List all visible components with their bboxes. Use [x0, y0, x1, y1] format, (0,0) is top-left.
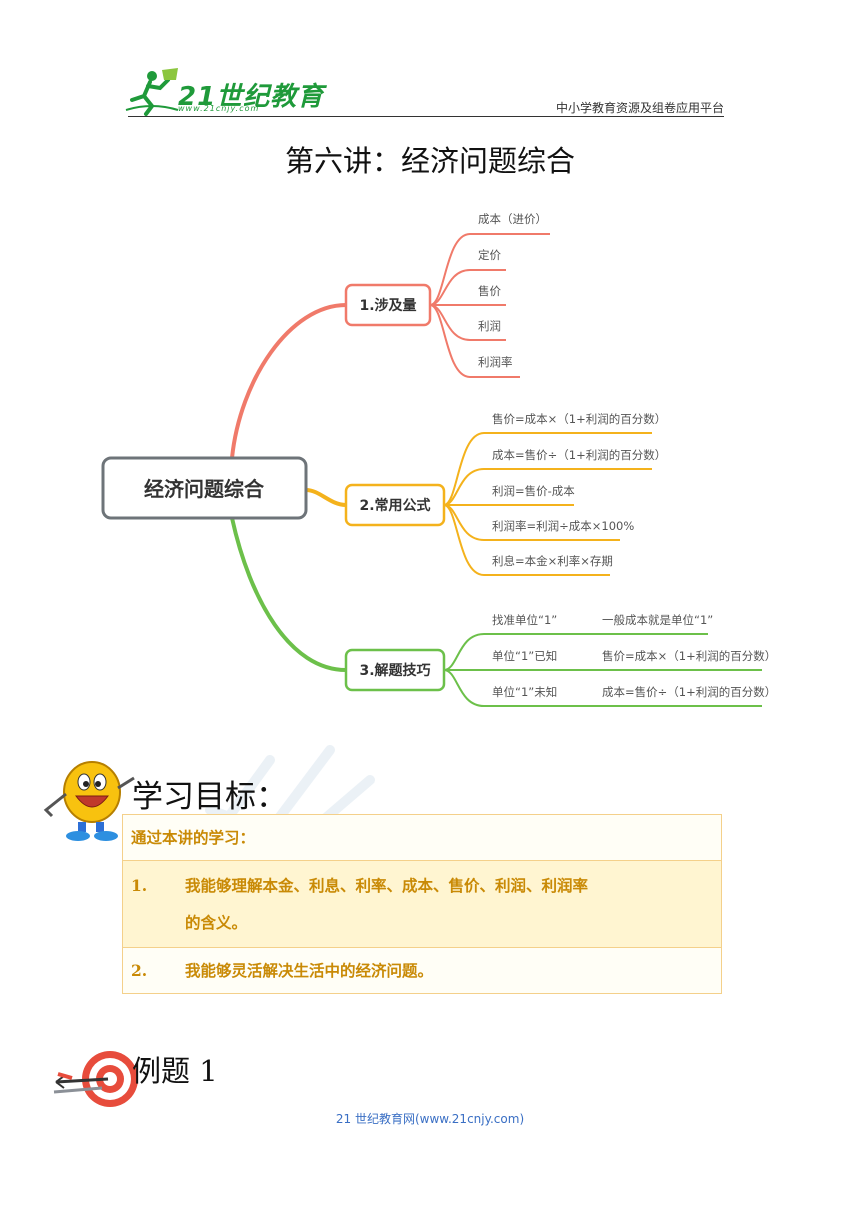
example-title: 例题 1: [132, 1054, 218, 1088]
branch-node-3: [344, 648, 446, 692]
platform-label: 中小学教育资源及组卷应用平台: [555, 101, 724, 115]
footer-link[interactable]: 21 世纪教育网(www.21cnjy.com): [335, 1112, 525, 1126]
page-title: 第六讲：经济问题综合: [284, 144, 575, 178]
objective-text-1b: 的含义。: [185, 913, 248, 932]
smiley-mascot-icon: [43, 761, 135, 841]
branch-involved-quantities: 1.涉及量 成本（进价） 定价 售价 利润 利润率: [344, 212, 550, 378]
tip-left-1: 找准单位“1”: [492, 613, 557, 627]
formula-interest: 利息=本金×利率×存期: [492, 554, 613, 568]
objective-item-2: 2. 我能够灵活解决生活中的经济问题。: [123, 948, 721, 993]
branch-common-formulas: 2.常用公式 售价=成本×（1+利润的百分数） 成本=售价÷（1+利润的百分数）…: [344, 412, 666, 576]
root-label: 经济问题综合: [144, 477, 265, 501]
tip-left-3: 单位“1”未知: [492, 685, 557, 699]
objective-number-1: 1.: [131, 876, 148, 895]
objective-item-1: 1. 我能够理解本金、利息、利率、成本、售价、利润、利润率 的含义。: [123, 861, 721, 948]
tip-right-3: 成本=售价÷（1+利润的百分数）: [602, 685, 776, 699]
connector-branch-3: [230, 517, 347, 672]
branch-label-2: 2.常用公式: [359, 497, 430, 514]
mind-map: 经济问题综合 1.涉及量 成本（进价） 定价 售价 利润 利润率 2.常用公式 …: [101, 212, 776, 707]
branch-node-2: [344, 483, 446, 527]
leaf-list-price: 定价: [478, 248, 501, 262]
root-node: [101, 456, 308, 520]
branch-problem-solving-tips: 3.解题技巧 找准单位“1” 一般成本就是单位“1” 单位“1”已知 售价=成本…: [344, 613, 776, 707]
formula-selling-price: 售价=成本×（1+利润的百分数）: [492, 412, 666, 426]
formula-profit: 利润=售价-成本: [492, 484, 575, 498]
tip-left-2: 单位“1”已知: [492, 649, 557, 663]
runner-logo-icon: [125, 68, 179, 116]
connector-branch-1: [230, 303, 347, 459]
objectives-title: 学习目标：: [132, 779, 287, 815]
connector-branch-2: [305, 488, 347, 507]
branch-node-1: [344, 283, 432, 327]
leaf-selling-price: 售价: [478, 284, 501, 298]
formula-cost: 成本=售价÷（1+利润的百分数）: [492, 448, 666, 462]
logo: [122, 66, 302, 116]
leaf-profit-rate: 利润率: [478, 355, 513, 369]
logo-url: www.21cnjy.com: [178, 104, 260, 113]
leaf-profit: 利润: [478, 319, 501, 333]
tip-right-2: 售价=成本×（1+利润的百分数）: [602, 649, 776, 663]
objectives-table: 通过本讲的学习： 1. 我能够理解本金、利息、利率、成本、售价、利润、利润率 的含…: [122, 814, 722, 994]
target-icon: [53, 1051, 138, 1107]
logo-text: 21世纪教育: [178, 82, 325, 112]
formula-profit-rate: 利润率=利润÷成本×100%: [492, 519, 634, 533]
tip-right-1: 一般成本就是单位“1”: [602, 613, 713, 627]
header-divider: [128, 116, 724, 117]
objective-text-1a: 我能够理解本金、利息、利率、成本、售价、利润、利润率: [185, 876, 589, 895]
leaf-cost: 成本（进价）: [478, 212, 547, 226]
objective-number-2: 2.: [131, 961, 148, 980]
objectives-intro: 通过本讲的学习：: [123, 815, 721, 861]
branch-label-3: 3.解题技巧: [359, 662, 430, 679]
branch-label-1: 1.涉及量: [359, 297, 416, 314]
objective-text-2: 我能够灵活解决生活中的经济问题。: [185, 961, 434, 980]
